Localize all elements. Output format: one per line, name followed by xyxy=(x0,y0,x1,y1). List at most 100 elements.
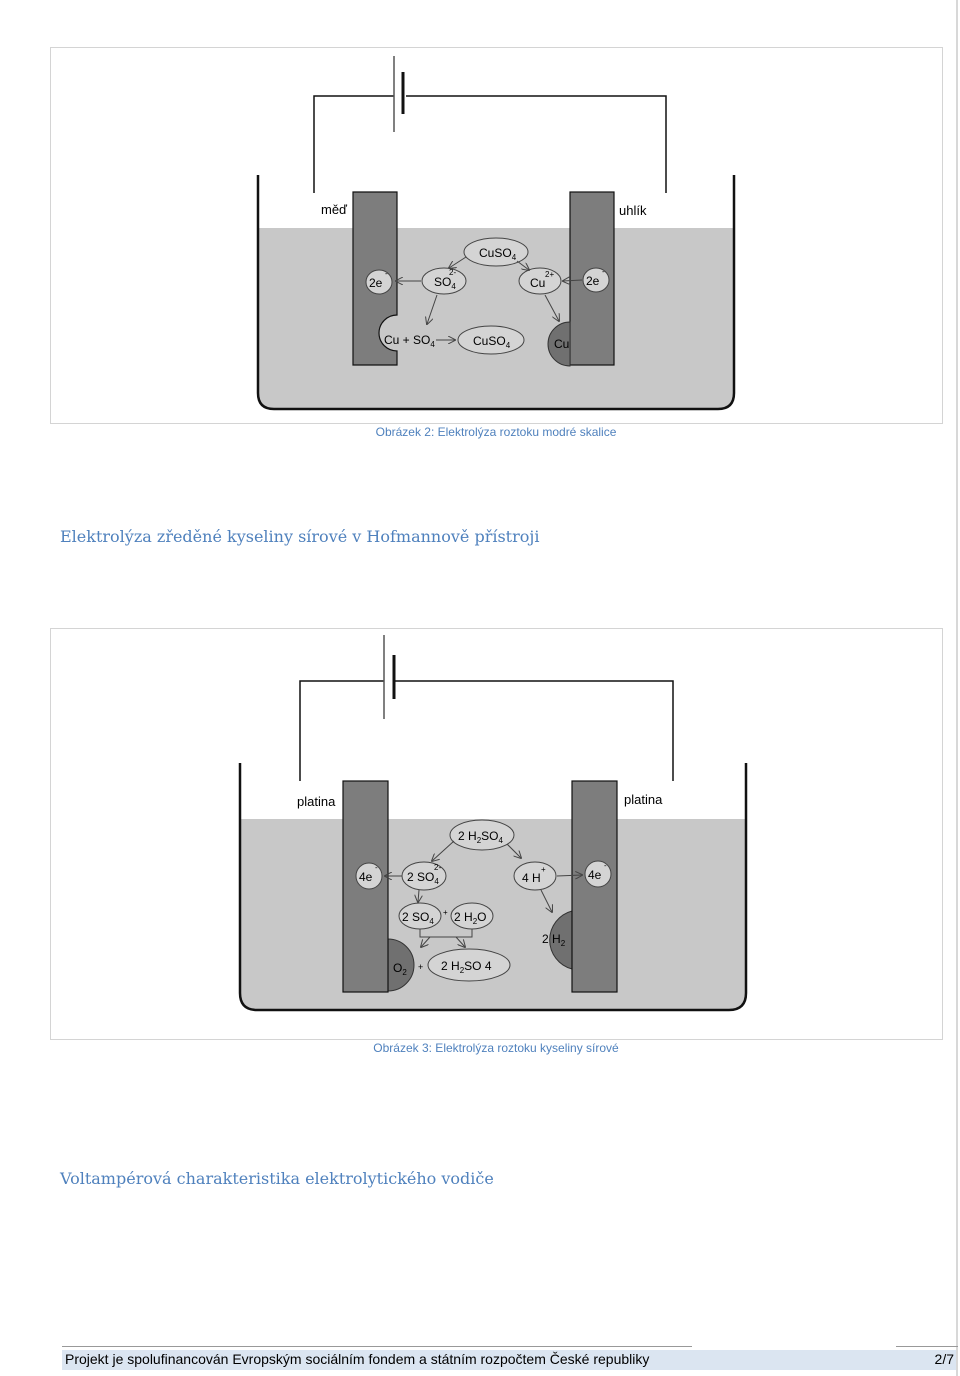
arrow-4h-down xyxy=(540,889,552,912)
footer-page-number: 2/7 xyxy=(896,1350,956,1370)
figure-3-frame: platina platina 2 H2SO4 4e - 2 SO4 2- 4 … xyxy=(50,628,943,1040)
electrons-left-text: 2e xyxy=(369,276,383,290)
section-heading-voltampere: Voltampérová charakteristika elektrolyti… xyxy=(60,1169,494,1188)
vessel xyxy=(238,763,748,1012)
label-platinum-left: platina xyxy=(297,794,336,809)
ion-h2so4-top-sub: 2 xyxy=(477,836,482,845)
ion-4h-sup: + xyxy=(541,865,546,874)
svg-text:CuSO4: CuSO4 xyxy=(473,334,511,350)
page-edge xyxy=(956,0,958,1376)
gas-o2-text: O xyxy=(393,961,402,975)
bottom-plus: + xyxy=(418,962,423,972)
figure-2-diagram: měď uhlík CuSO4 SO4 2- Cu 2+ 2e - 2e - C… xyxy=(256,56,736,411)
footer-rule-left xyxy=(62,1346,692,1347)
electrons-left xyxy=(365,269,393,295)
footer-funding-text: Projekt je spolufinancován Evropským soc… xyxy=(62,1350,896,1370)
arrow-top-to-4h xyxy=(506,843,521,858)
electrons-right xyxy=(582,267,610,293)
label-copper: měď xyxy=(321,202,348,217)
svg-text:O2: O2 xyxy=(393,961,407,977)
ion-2so4-sub: 4 xyxy=(434,877,439,886)
reaction-left-sub: 4 xyxy=(430,340,435,349)
mid-2h2o-rest: O xyxy=(477,910,486,924)
vessel xyxy=(256,175,736,411)
arrow-merge-left xyxy=(421,936,431,947)
electrons-left-sup: - xyxy=(385,269,388,278)
product-cuso4 xyxy=(457,325,525,355)
electrons-right-sup: - xyxy=(602,267,605,276)
mid-2so4-text: 2 SO xyxy=(402,910,429,924)
ion-2so4-text: 2 SO xyxy=(407,870,434,884)
bracket-merge xyxy=(419,929,473,938)
electrons-right-text: 4e xyxy=(588,868,602,882)
mid-2so4-sub: 4 xyxy=(429,917,434,926)
figure-2-frame: měď uhlík CuSO4 SO4 2- Cu 2+ 2e - 2e - C… xyxy=(50,47,943,424)
copper-deposit xyxy=(547,321,571,367)
ion-cuso4-top-text: CuSO xyxy=(479,246,512,260)
product-2h2so4-text: 2 H xyxy=(441,959,460,973)
product-cuso4-sub: 4 xyxy=(506,341,511,350)
figure-2-caption: Obrázek 2: Elektrolýza roztoku modré ska… xyxy=(375,425,617,439)
oxygen-bubble xyxy=(387,938,415,992)
product-cuso4-text: CuSO xyxy=(473,334,506,348)
svg-text:CuSO4: CuSO4 xyxy=(479,246,517,262)
electrons-left-sup: - xyxy=(375,863,378,872)
arrow-cu-down xyxy=(544,294,559,321)
deposit-cu-text: Cu xyxy=(554,337,569,351)
svg-text:2 H2SO 4: 2 H2SO 4 xyxy=(441,959,492,975)
reaction-left-text: Cu + SO xyxy=(384,333,430,347)
ion-2so4-sup: 2- xyxy=(434,863,441,872)
arrow-cuso4-to-cu xyxy=(516,260,529,270)
circuit-wire xyxy=(313,95,667,193)
electrons-right-text: 2e xyxy=(586,274,600,288)
svg-text:2 SO4: 2 SO4 xyxy=(402,910,434,926)
section-heading-hofmann: Elektrolýza zředěné kyseliny sírové v Ho… xyxy=(60,527,540,546)
svg-text:2 H2: 2 H2 xyxy=(542,932,566,948)
ion-4h xyxy=(513,861,557,891)
ion-cu2 xyxy=(518,267,562,295)
gas-2h2-sub: 2 xyxy=(561,939,566,948)
mid-2h2o-text: 2 H xyxy=(454,910,473,924)
ion-cu2-sup: 2+ xyxy=(545,270,554,279)
product-2h2so4-sub: 2 xyxy=(460,966,465,975)
ion-h2so4-top-sub2: 4 xyxy=(498,836,503,845)
ion-so4 xyxy=(421,267,467,295)
label-platinum-right: platina xyxy=(624,792,663,807)
electrons-right xyxy=(584,860,612,888)
ion-cuso4-top xyxy=(463,237,529,267)
electrons-left xyxy=(355,862,383,890)
figure-3-caption: Obrázek 3: Elektrolýza roztoku kyseliny … xyxy=(373,1041,619,1055)
ion-4h-text: 4 H xyxy=(522,871,541,885)
arrow-4h-to-electrons xyxy=(556,875,582,876)
ion-h2so4-top xyxy=(449,819,515,851)
svg-text:Cu + SO4: Cu + SO4 xyxy=(384,333,435,349)
mid-2h2o-sub: 2 xyxy=(473,917,478,926)
product-2h2so4-rest: SO 4 xyxy=(464,959,492,973)
mid-plus: + xyxy=(443,908,448,917)
ion-so4-text: SO xyxy=(434,275,451,289)
arrow-cuso4-to-so4 xyxy=(449,256,467,268)
arrow-so4-down xyxy=(427,294,438,324)
arrow-top-to-2so4 xyxy=(432,840,455,861)
electrons-right-sup: - xyxy=(604,861,607,870)
ion-h2so4-top-rest: SO xyxy=(481,829,498,843)
figure-3-diagram: platina platina 2 H2SO4 4e - 2 SO4 2- 4 … xyxy=(238,635,748,1012)
ion-cuso4-top-sub: 4 xyxy=(512,253,517,262)
svg-text:2 H2SO4: 2 H2SO4 xyxy=(458,829,503,845)
electrons-left-text: 4e xyxy=(359,870,373,884)
ion-cu2-text: Cu xyxy=(530,276,545,290)
svg-text:2 H2O: 2 H2O xyxy=(454,910,486,926)
ion-h2so4-top-text: 2 H xyxy=(458,829,477,843)
footer-rule-right xyxy=(896,1346,958,1347)
gas-2h2-text: 2 H xyxy=(542,932,561,946)
hydrogen-bubble xyxy=(549,910,573,970)
gas-o2-sub: 2 xyxy=(402,968,407,977)
circuit-wire xyxy=(299,680,674,781)
label-carbon: uhlík xyxy=(619,203,647,218)
arrow-electrons-to-cu xyxy=(563,280,583,281)
svg-text:SO4: SO4 xyxy=(434,275,456,291)
arrow-2so4-down xyxy=(418,889,419,902)
ion-so4-sup: 2- xyxy=(449,268,456,277)
arrow-merge-right xyxy=(455,936,465,947)
svg-text:2 SO4: 2 SO4 xyxy=(407,870,439,886)
